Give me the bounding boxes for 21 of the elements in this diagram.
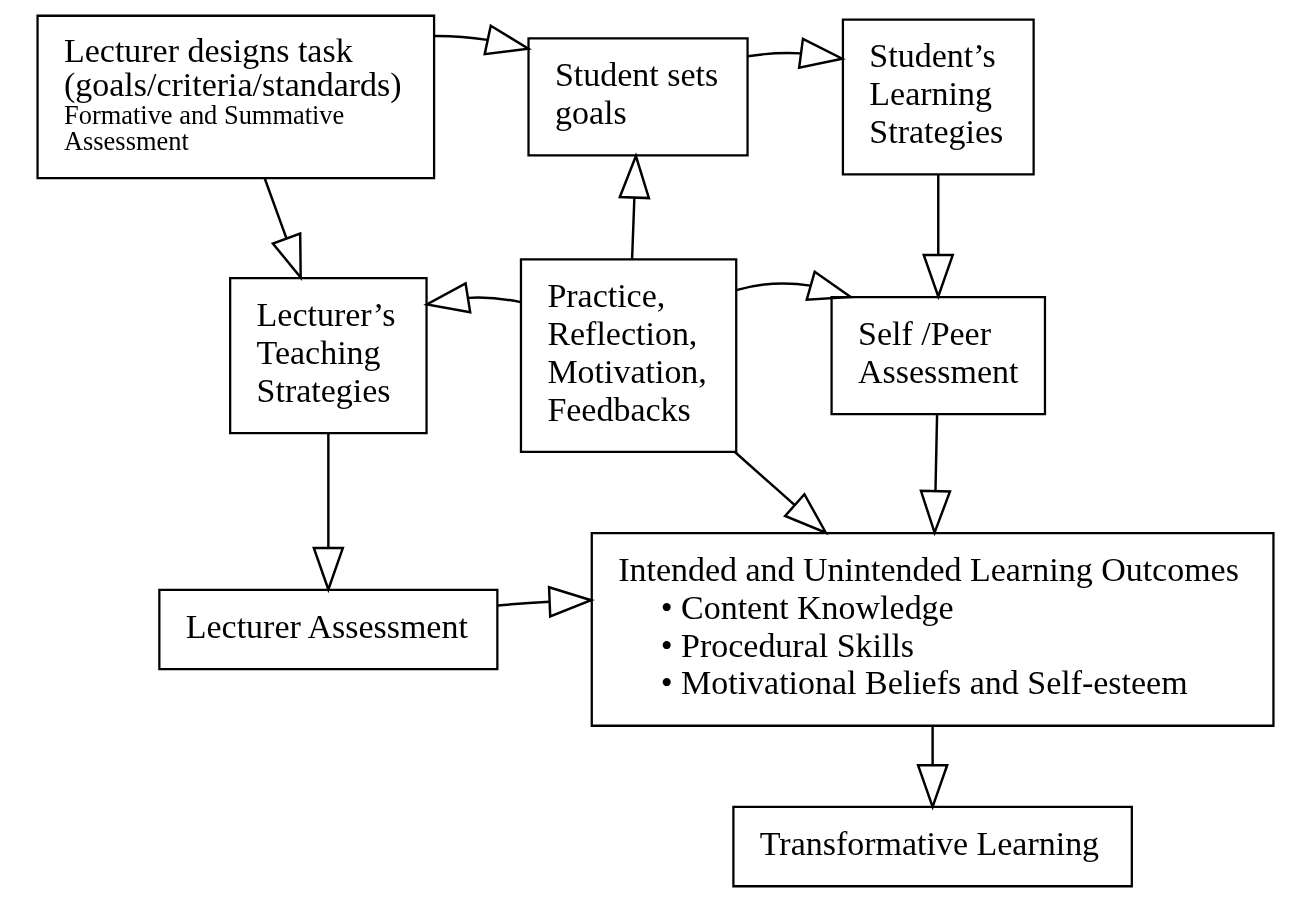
node-box: Transformative Learning bbox=[732, 805, 1133, 888]
arrow bbox=[922, 174, 955, 301]
arrow bbox=[734, 451, 829, 536]
node-box: Student’s Learning Strategies bbox=[841, 18, 1035, 176]
arrow bbox=[263, 178, 302, 282]
arrow bbox=[919, 414, 952, 537]
arrow bbox=[434, 23, 532, 56]
arrow bbox=[312, 433, 345, 594]
node-box: Student sets goals bbox=[527, 37, 749, 157]
arrow bbox=[735, 269, 855, 301]
arrow bbox=[497, 585, 595, 619]
arrow bbox=[423, 281, 521, 314]
node-box: Self /Peer Assessment bbox=[830, 295, 1047, 416]
node-box: Lecturer Assessment bbox=[158, 588, 499, 671]
node-box: Lecturer designs task (goals/criteria/standards) Formative and Summative Assessment bbox=[36, 14, 436, 180]
arrow bbox=[747, 37, 846, 70]
arrow bbox=[618, 152, 651, 260]
arrow bbox=[916, 726, 949, 811]
node-box: Lecturer’s Teaching Strategies bbox=[229, 277, 428, 435]
node-box: Practice, Reflection, Motivation, Feedbacks bbox=[519, 258, 738, 454]
node-box: Intended and Unintended Learning Outcomes • Content Knowledge • Procedural Skills • Motivational Beliefs and Self-esteem bbox=[590, 532, 1275, 727]
